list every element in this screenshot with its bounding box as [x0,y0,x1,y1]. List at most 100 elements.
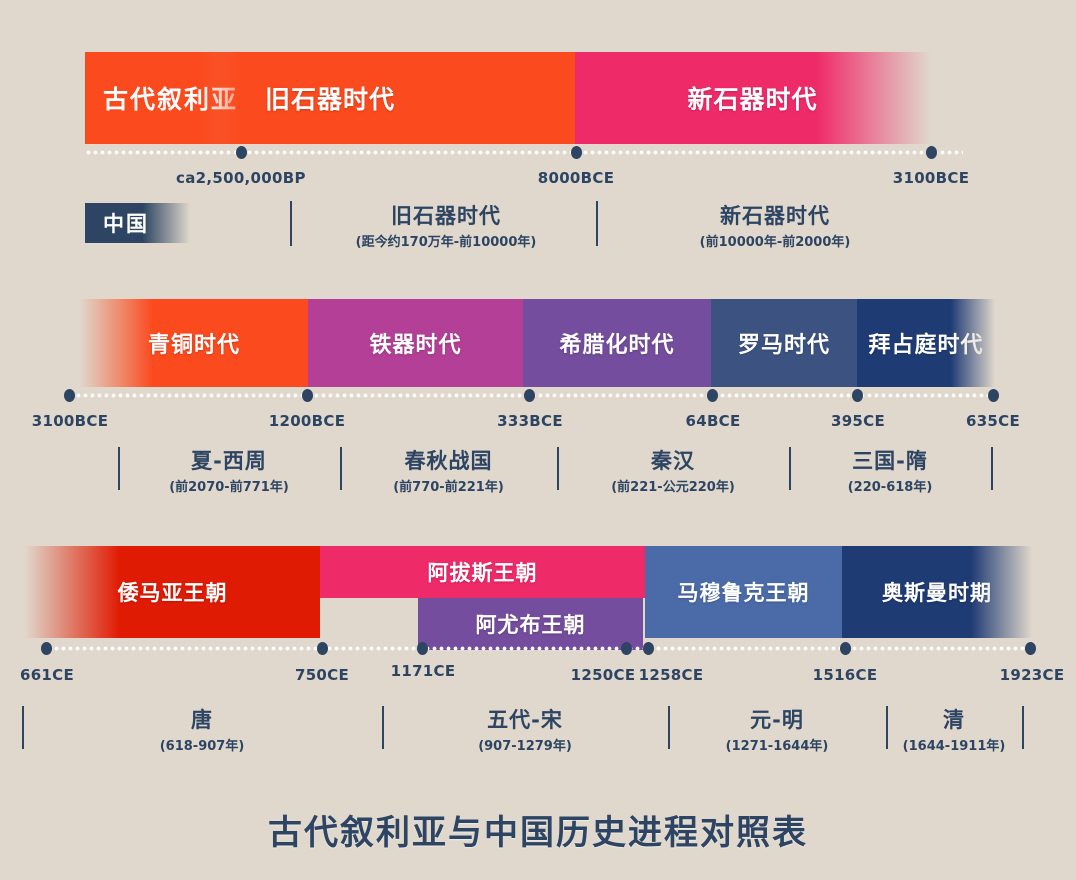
axis-tick-dot [852,389,863,402]
china-period-range: (1644-1911年) [902,739,1006,755]
axis-tick-label: 395CE [830,412,886,430]
china-period-item: 三国-隋 (220-618年) [789,449,991,495]
china-period-name: 新石器时代 [720,204,830,228]
timeline-axis-row-3 [46,646,1034,651]
page-title: 古代叙利亚与中国历史进程对照表 [268,813,808,853]
era-bar-label: 马穆鲁克王朝 [677,581,810,605]
china-period-range: (前2070-前771年) [169,480,289,496]
china-period-range: (907-1279年) [478,739,572,755]
axis-tick-label: ca2,500,000BP [176,169,306,187]
era-bar-label: 阿拔斯王朝 [427,561,538,585]
china-period-item: 元-明 (1271-1644年) [668,708,886,754]
axis-tick-label: 333BCE [497,412,563,430]
period-divider [118,447,120,490]
axis-tick-label: 1516CE [812,666,878,684]
china-period-name: 夏-西周 [191,449,267,473]
era-bar-roman: 罗马时代 [711,299,857,387]
axis-tick-label: 661CE [19,666,75,684]
era-bar-ayyubid: 阿尤布王朝 [418,598,643,650]
era-bar-iron-age: 铁器时代 [308,299,523,387]
era-bar-label: 罗马时代 [737,333,830,358]
axis-tick-label: 1200BCE [268,412,346,430]
era-bar-label: 新石器时代 [687,85,818,114]
axis-tick-label: 635CE [965,412,1021,430]
timeline-axis-row-1 [85,150,963,155]
axis-tick-dot [840,642,851,655]
era-bar-byzantine: 拜占庭时代 [857,299,995,387]
era-bar-label: 阿尤布王朝 [475,613,586,637]
era-bar-hellenistic: 希腊化时代 [523,299,711,387]
period-divider [290,201,292,246]
period-divider [382,706,384,749]
axis-tick-dot [1025,642,1036,655]
china-period-item: 新石器时代 (前10000年-前2000年) [645,204,905,250]
era-bar-abbasid: 阿拔斯王朝 [320,546,645,598]
axis-tick-dot [571,146,582,159]
era-bar-mamluk: 马穆鲁克王朝 [645,546,842,638]
china-period-item: 清 (1644-1911年) [886,708,1022,754]
axis-tick-label: 1250CE [570,666,636,684]
china-period-range: (距今约170万年-前10000年) [355,235,537,251]
axis-tick-dot [643,642,654,655]
china-period-range: (前221-公元220年) [611,480,735,496]
period-divider [22,706,24,749]
china-period-range: (220-618年) [847,480,933,496]
era-bar-label: 青铜时代 [147,333,240,358]
era-bar-label: 奥斯曼时期 [882,581,992,605]
china-period-item: 春秋战国 (前770-前221年) [340,449,557,495]
china-period-item: 五代-宋 (907-1279年) [382,708,668,754]
axis-tick-dot [41,642,52,655]
period-divider [340,447,342,490]
china-period-name: 旧石器时代 [391,204,501,228]
period-divider [789,447,791,490]
china-period-range: (前10000年-前2000年) [699,235,851,251]
china-period-item: 旧石器时代 (距今约170万年-前10000年) [316,204,576,250]
axis-tick-label: 750CE [294,666,350,684]
period-divider [886,706,888,749]
axis-tick-dot [317,642,328,655]
era-bar-neolithic-syria: 新石器时代 [575,52,930,144]
axis-tick-dot [926,146,937,159]
axis-tick-label: 1258CE [638,666,704,684]
axis-tick-label: 3100BCE [892,169,970,187]
era-bar-umayyad: 倭马亚王朝 [25,546,320,638]
china-period-name: 五代-宋 [487,708,563,732]
period-divider [991,447,993,490]
era-bar-ottoman: 奥斯曼时期 [842,546,1032,638]
period-divider [1022,706,1024,749]
era-bar-bronze-age: 青铜时代 [80,299,308,387]
china-period-name: 清 [943,708,965,732]
axis-tick-dot [302,389,313,402]
axis-tick-dot [524,389,535,402]
period-divider [596,201,598,246]
period-divider [557,447,559,490]
china-period-name: 唐 [191,708,213,732]
axis-tick-dot [621,642,632,655]
country-tag-label: 中国 [103,212,149,236]
axis-tick-label: 3100BCE [31,412,109,430]
axis-tick-dot [417,642,428,655]
era-bar-label: 倭马亚王朝 [117,581,228,605]
era-bar-label: 旧石器时代 [264,85,395,114]
axis-tick-label: 8000BCE [537,169,615,187]
country-tag-label: 古代叙利亚 [103,85,239,114]
country-tag-china: 中国 [85,203,190,243]
axis-tick-dot [64,389,75,402]
china-period-name: 三国-隋 [852,449,928,473]
china-period-name: 春秋战国 [404,449,493,473]
china-period-item: 夏-西周 (前2070-前771年) [118,449,340,495]
china-period-item: 秦汉 (前221-公元220年) [557,449,789,495]
china-period-range: (618-907年) [159,739,245,755]
era-bar-label: 希腊化时代 [559,333,675,358]
axis-tick-dot [236,146,247,159]
country-tag-syria: 古代叙利亚 [85,52,270,144]
china-period-name: 秦汉 [651,449,695,473]
axis-tick-label: 1923CE [999,666,1065,684]
period-divider [668,706,670,749]
china-period-range: (前770-前221年) [393,480,504,496]
china-period-item: 唐 (618-907年) [22,708,382,754]
era-bar-label: 拜占庭时代 [868,333,984,358]
china-period-range: (1271-1644年) [725,739,829,755]
axis-tick-dot [707,389,718,402]
